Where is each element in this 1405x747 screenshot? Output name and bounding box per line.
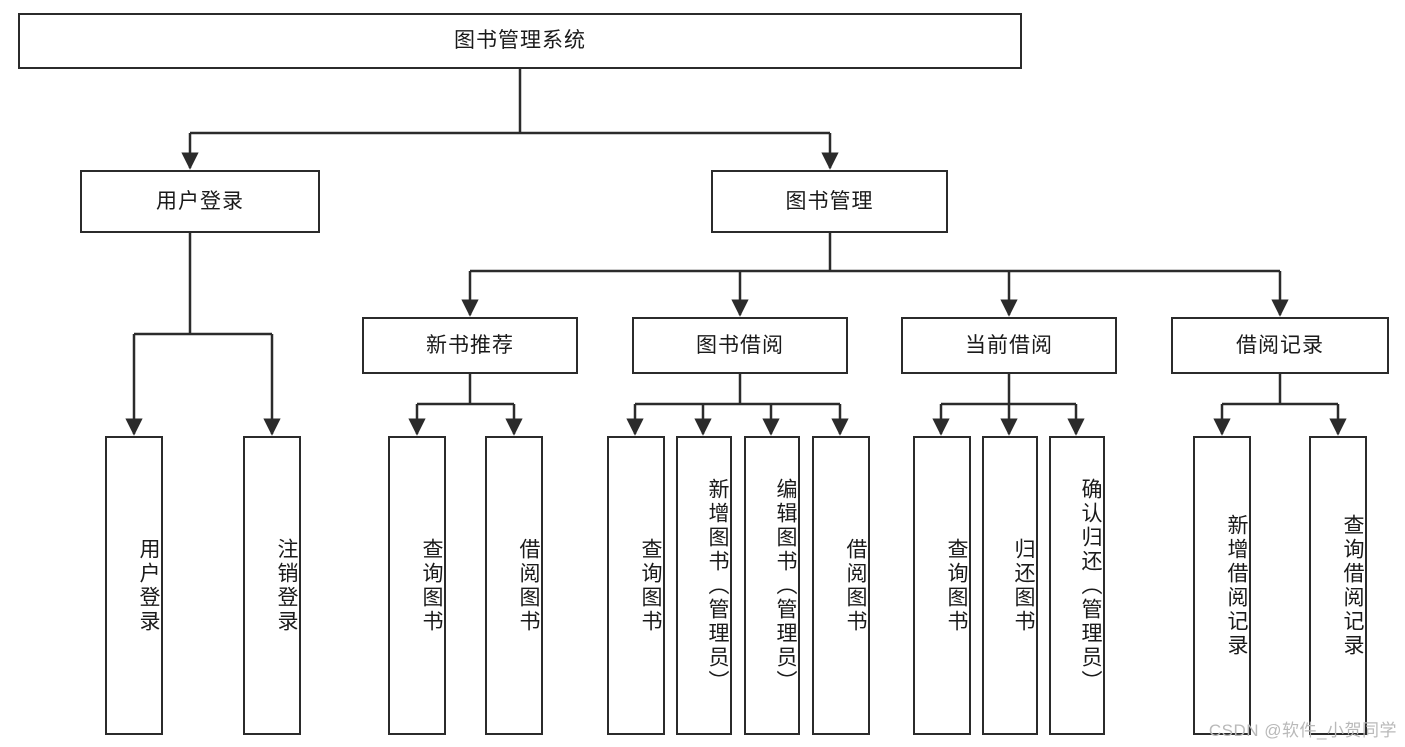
leaf-query-book-current[interactable]: 查询图书 [913, 436, 971, 735]
node-label: 借阅图书 [517, 537, 540, 634]
node-book-management[interactable]: 图书管理 [711, 170, 948, 233]
node-root-system[interactable]: 图书管理系统 [18, 13, 1022, 69]
leaf-borrow-book-new[interactable]: 借阅图书 [485, 436, 543, 735]
node-label: 编辑图书（管理员） [774, 477, 797, 694]
node-label: 图书管理 [785, 189, 874, 213]
node-label: 归还图书 [1012, 537, 1035, 634]
node-label: 新增图书（管理员） [706, 477, 729, 694]
node-label: 查询借阅记录 [1341, 513, 1364, 658]
node-label: 注销登录 [275, 537, 298, 634]
node-label: 查询图书 [639, 537, 662, 634]
csdn-watermark: CSDN @软件_小贺同学 [1208, 721, 1397, 740]
leaf-logout-login[interactable]: 注销登录 [243, 436, 301, 735]
node-new-book-recommendation[interactable]: 新书推荐 [362, 317, 578, 374]
node-label: 新增借阅记录 [1225, 513, 1248, 658]
node-label: 图书管理系统 [454, 29, 586, 53]
node-label: 新书推荐 [426, 333, 514, 357]
node-label: 借阅记录 [1236, 333, 1324, 357]
leaf-add-book-admin[interactable]: 新增图书（管理员） [676, 436, 732, 735]
leaf-query-borrow-record[interactable]: 查询借阅记录 [1309, 436, 1367, 735]
leaf-return-book[interactable]: 归还图书 [982, 436, 1038, 735]
node-user-login[interactable]: 用户登录 [80, 170, 320, 233]
node-label: 图书借阅 [696, 333, 784, 357]
leaf-borrow-book[interactable]: 借阅图书 [812, 436, 870, 735]
node-label: 借阅图书 [844, 537, 867, 634]
node-current-borrow[interactable]: 当前借阅 [901, 317, 1117, 374]
leaf-query-book-new[interactable]: 查询图书 [388, 436, 446, 735]
leaf-edit-book-admin[interactable]: 编辑图书（管理员） [744, 436, 800, 735]
node-label: 用户登录 [137, 537, 160, 634]
node-book-borrow[interactable]: 图书借阅 [632, 317, 848, 374]
node-label: 用户登录 [156, 189, 244, 213]
node-label: 当前借阅 [965, 333, 1053, 357]
leaf-query-book-borrow[interactable]: 查询图书 [607, 436, 665, 735]
leaf-confirm-return-admin[interactable]: 确认归还（管理员） [1049, 436, 1105, 735]
leaf-user-login[interactable]: 用户登录 [105, 436, 163, 735]
node-label: 确认归还（管理员） [1079, 477, 1102, 694]
node-borrow-record[interactable]: 借阅记录 [1171, 317, 1389, 374]
leaf-add-borrow-record[interactable]: 新增借阅记录 [1193, 436, 1251, 735]
node-label: 查询图书 [420, 537, 443, 634]
node-label: 查询图书 [945, 537, 968, 634]
